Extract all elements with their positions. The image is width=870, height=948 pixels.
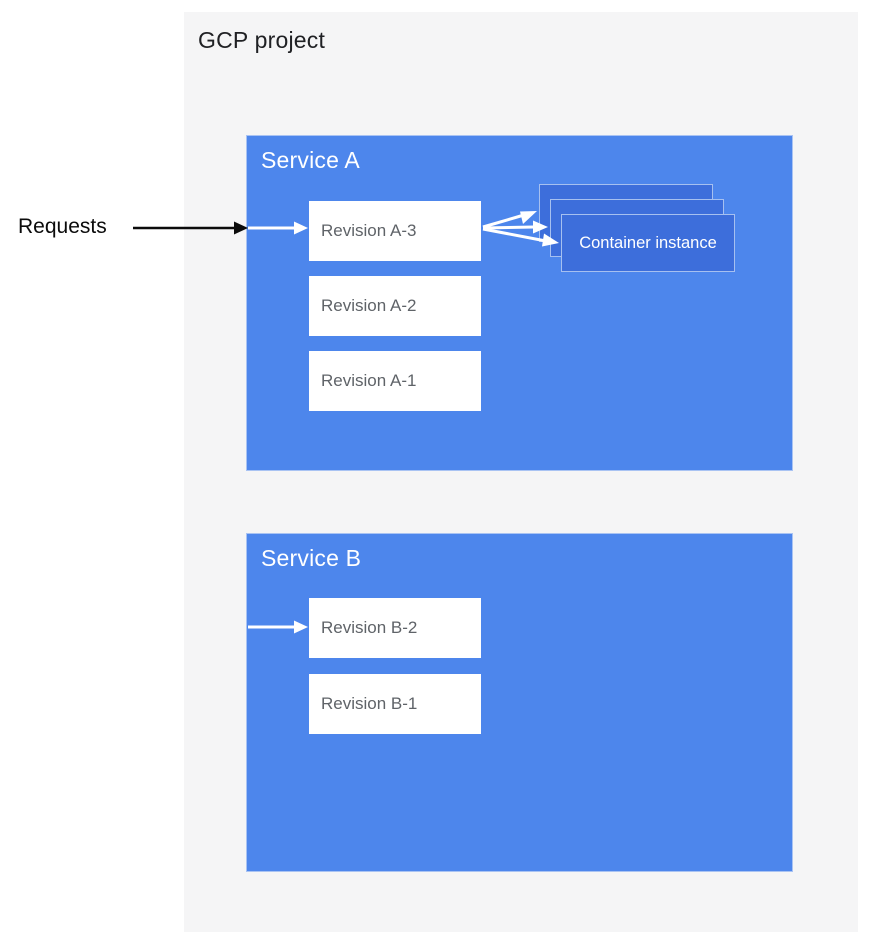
revision-a-3-box: Revision A-3 (309, 201, 481, 261)
revision-b-1-box: Revision B-1 (309, 674, 481, 734)
requests-label: Requests (18, 215, 107, 238)
revision-a-1-label: Revision A-1 (321, 371, 417, 390)
revision-a-1-box: Revision A-1 (309, 351, 481, 411)
service-b-title: Service B (261, 545, 362, 571)
container-instance-label: Container instance (579, 233, 717, 252)
revision-a-3-label: Revision A-3 (321, 221, 417, 240)
revision-a-2-label: Revision A-2 (321, 296, 417, 315)
revision-a-2-box: Revision A-2 (309, 276, 481, 336)
service-a-title: Service A (261, 147, 360, 173)
service-b-box: Service B Revision B-2 Revision B-1 (246, 533, 793, 872)
revision-b-1-label: Revision B-1 (321, 694, 418, 713)
revision-b-2-label: Revision B-2 (321, 618, 418, 637)
container-instance-front: Container instance (561, 214, 735, 272)
gcp-project-title: GCP project (198, 27, 326, 53)
revision-b-2-box: Revision B-2 (309, 598, 481, 658)
